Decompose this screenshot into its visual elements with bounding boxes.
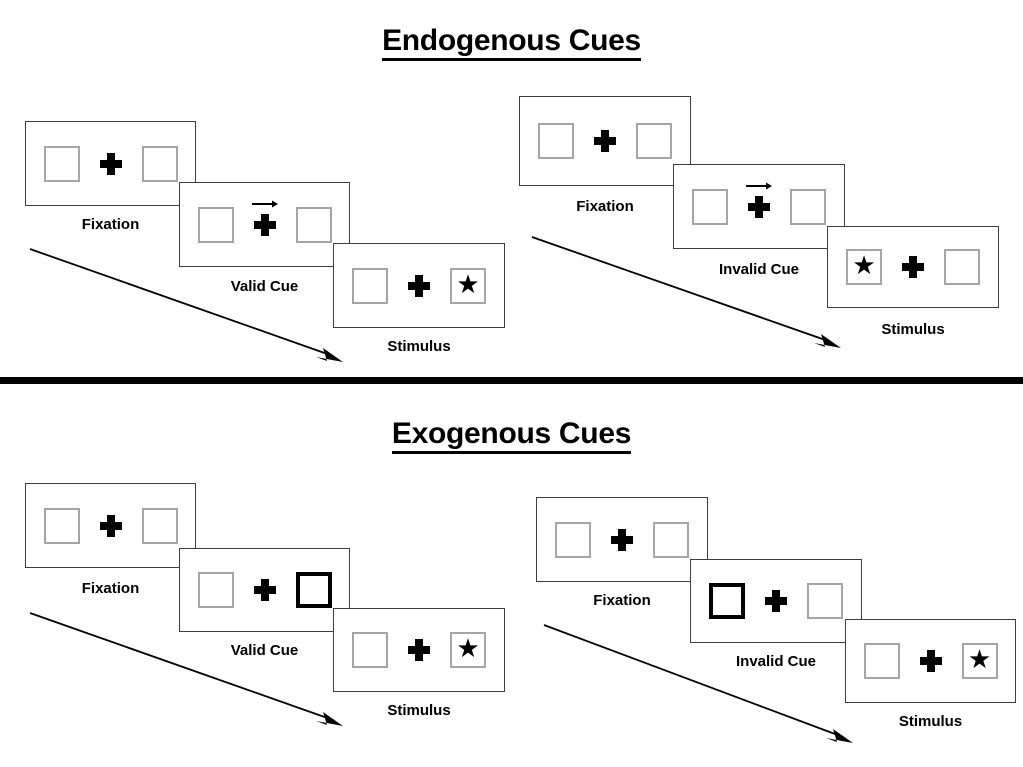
left-placeholder-box <box>863 643 900 679</box>
left-placeholder-box <box>555 521 591 558</box>
fixation-plus-icon <box>408 274 430 297</box>
right-placeholder-box <box>636 123 672 159</box>
panel-content <box>180 200 349 243</box>
panel-content: ★ <box>828 249 998 285</box>
right-target-box: ★ <box>961 643 998 679</box>
right-placeholder-box <box>944 249 980 285</box>
arrow-right-icon <box>251 200 278 207</box>
left-cued-box <box>709 583 745 619</box>
panel-label-exogenous-valid-fixation: Fixation <box>81 580 140 597</box>
right-placeholder-box <box>141 145 178 182</box>
panel-endogenous-valid-fixation[interactable] <box>25 121 196 206</box>
fixation-plus-icon <box>408 639 430 661</box>
left-target-box: ★ <box>846 249 882 285</box>
panel-content <box>674 182 844 225</box>
arrow-right-icon <box>746 182 772 189</box>
panel-label-endogenous-valid-cue: Valid Cue <box>230 278 299 295</box>
left-placeholder-box <box>352 267 388 304</box>
left-placeholder-box <box>352 632 388 668</box>
right-placeholder-box <box>807 583 843 619</box>
fixation-plus-icon <box>99 514 122 537</box>
panel-exogenous-invalid-fixation[interactable] <box>536 497 708 582</box>
fixation-plus-icon <box>99 152 122 175</box>
panel-label-endogenous-invalid-cue: Invalid Cue <box>718 261 800 278</box>
star-icon: ★ <box>456 634 480 664</box>
panel-label-endogenous-invalid-fixation: Fixation <box>576 198 634 215</box>
fixation-plus-icon <box>919 650 942 672</box>
panel-endogenous-invalid-cue[interactable] <box>673 164 845 249</box>
panel-label-exogenous-invalid-cue: Invalid Cue <box>735 653 817 670</box>
panel-exogenous-valid-cue[interactable] <box>179 548 350 632</box>
section-title-endogenous: Endogenous Cues <box>0 24 1023 61</box>
panel-label-endogenous-valid-stimulus: Stimulus <box>387 338 451 355</box>
right-target-box: ★ <box>450 632 486 668</box>
panel-exogenous-invalid-stimulus[interactable]: ★ <box>845 619 1016 703</box>
panel-content <box>520 123 690 159</box>
panel-content <box>537 521 707 558</box>
panel-exogenous-valid-fixation[interactable] <box>25 483 196 568</box>
left-placeholder-box <box>43 507 80 544</box>
right-placeholder-box <box>295 206 332 243</box>
fixation-plus-icon <box>902 256 924 278</box>
right-placeholder-box <box>141 507 178 544</box>
panel-endogenous-invalid-stimulus[interactable]: ★ <box>827 226 999 308</box>
fixation-plus-icon <box>594 130 616 152</box>
panel-content: ★ <box>846 643 1015 679</box>
panel-content <box>26 145 195 182</box>
star-icon: ★ <box>967 645 992 675</box>
fixation-plus-icon <box>253 579 276 601</box>
panel-content: ★ <box>334 267 504 304</box>
right-placeholder-box <box>653 521 689 558</box>
left-placeholder-box <box>197 206 234 243</box>
panel-label-exogenous-invalid-fixation: Fixation <box>593 592 651 609</box>
section-title-exogenous: Exogenous Cues <box>0 417 1023 454</box>
section-divider <box>0 377 1023 384</box>
right-target-box: ★ <box>450 267 486 304</box>
section-title-exogenous-text: Exogenous Cues <box>391 417 631 454</box>
panel-content: ★ <box>334 632 504 668</box>
fixation-plus-icon <box>611 528 633 551</box>
time-arrow-icon-endogenous-invalid <box>531 236 841 348</box>
fixation-plus-icon <box>746 182 772 218</box>
panel-label-exogenous-valid-stimulus: Stimulus <box>387 702 451 719</box>
panel-exogenous-valid-stimulus[interactable]: ★ <box>333 608 505 692</box>
section-title-endogenous-text: Endogenous Cues <box>382 24 641 61</box>
star-icon: ★ <box>852 251 876 281</box>
right-cued-box <box>295 572 332 608</box>
panel-label-endogenous-valid-fixation: Fixation <box>81 216 140 233</box>
left-placeholder-box <box>692 188 728 225</box>
panel-label-exogenous-invalid-stimulus: Stimulus <box>898 713 963 730</box>
fixation-plus-icon <box>251 200 278 236</box>
left-placeholder-box <box>538 123 574 159</box>
panel-endogenous-valid-cue[interactable] <box>179 182 350 267</box>
left-placeholder-box <box>197 572 234 608</box>
left-placeholder-box <box>43 145 80 182</box>
panel-content <box>26 507 195 544</box>
panel-content <box>180 572 349 608</box>
panel-content <box>691 583 861 619</box>
right-placeholder-box <box>790 188 826 225</box>
panel-endogenous-valid-stimulus[interactable]: ★ <box>333 243 505 328</box>
panel-label-endogenous-invalid-stimulus: Stimulus <box>881 321 945 338</box>
panel-label-exogenous-valid-cue: Valid Cue <box>230 642 299 659</box>
panel-endogenous-invalid-fixation[interactable] <box>519 96 691 186</box>
fixation-plus-icon <box>765 590 787 612</box>
panel-exogenous-invalid-cue[interactable] <box>690 559 862 643</box>
star-icon: ★ <box>456 269 480 300</box>
